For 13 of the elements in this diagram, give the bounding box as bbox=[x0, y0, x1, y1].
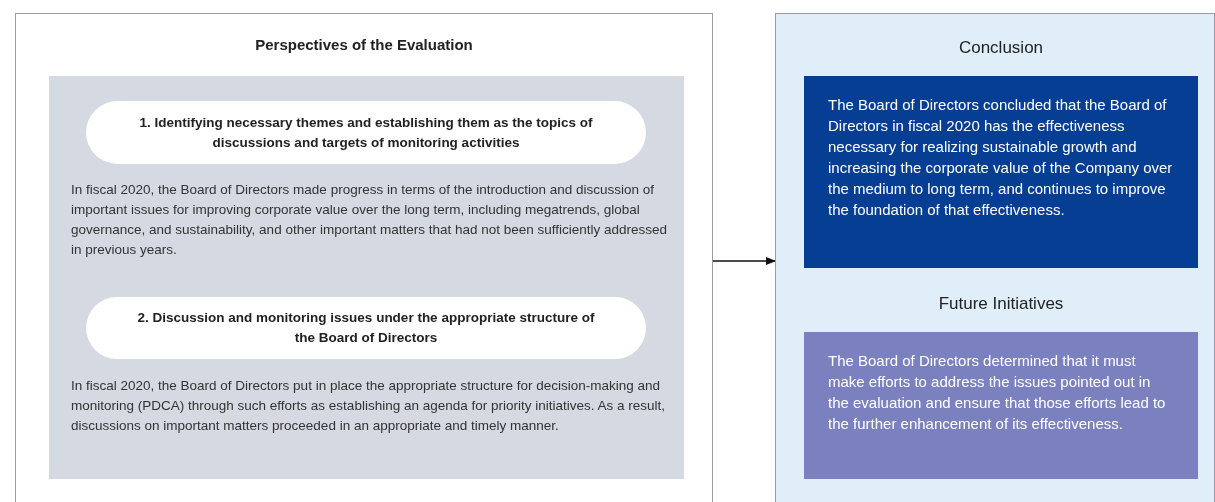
section-heading: Conclusion bbox=[957, 38, 1045, 58]
evaluation-panel bbox=[15, 13, 713, 502]
results-panel bbox=[775, 13, 1215, 502]
arrow bbox=[712, 257, 776, 265]
theme-title: 2. Discussion and monitoring issues under the appropriate structure of the Board of Directors bbox=[136, 309, 596, 347]
section-heading: Future Initiatives bbox=[937, 294, 1065, 314]
body-text: In fiscal 2020, the Board of Directors put in place the appropriate structure for decision-making and monitoring (PDCA) through such efforts as establishing an agenda for priority initiatives. As a result, discussions on important matters proceeded in an appropriate and timely manner. bbox=[71, 377, 667, 435]
body-text: The Board of Directors determined that it must make efforts to address the issues pointed out in the evaluation and ensure that those efforts lead to the further enhancement of its effectiveness. bbox=[828, 351, 1167, 434]
content-panel bbox=[49, 76, 684, 479]
body-text: In fiscal 2020, the Board of Directors made progress in terms of the introduction and discussion of important issues for improving corporate value over the long term, including megatrends, global governance, and sustainability, and other important matters that had not been sufficiently addressed in previous years. bbox=[71, 181, 669, 259]
theme-title: 1. Identifying necessary themes and establishing them as the topics of discussions and targets of monitoring activities bbox=[138, 113, 594, 152]
body-text: The Board of Directors concluded that the Board of Directors in fiscal 2020 has the effectiveness necessary for realizing sustainable growth and increasing the corporate value of the Company over the medium to long term, and continues to improve the foundation of that effectiveness. bbox=[828, 95, 1174, 220]
panel-heading: Perspectives of the Evaluation bbox=[254, 36, 474, 53]
